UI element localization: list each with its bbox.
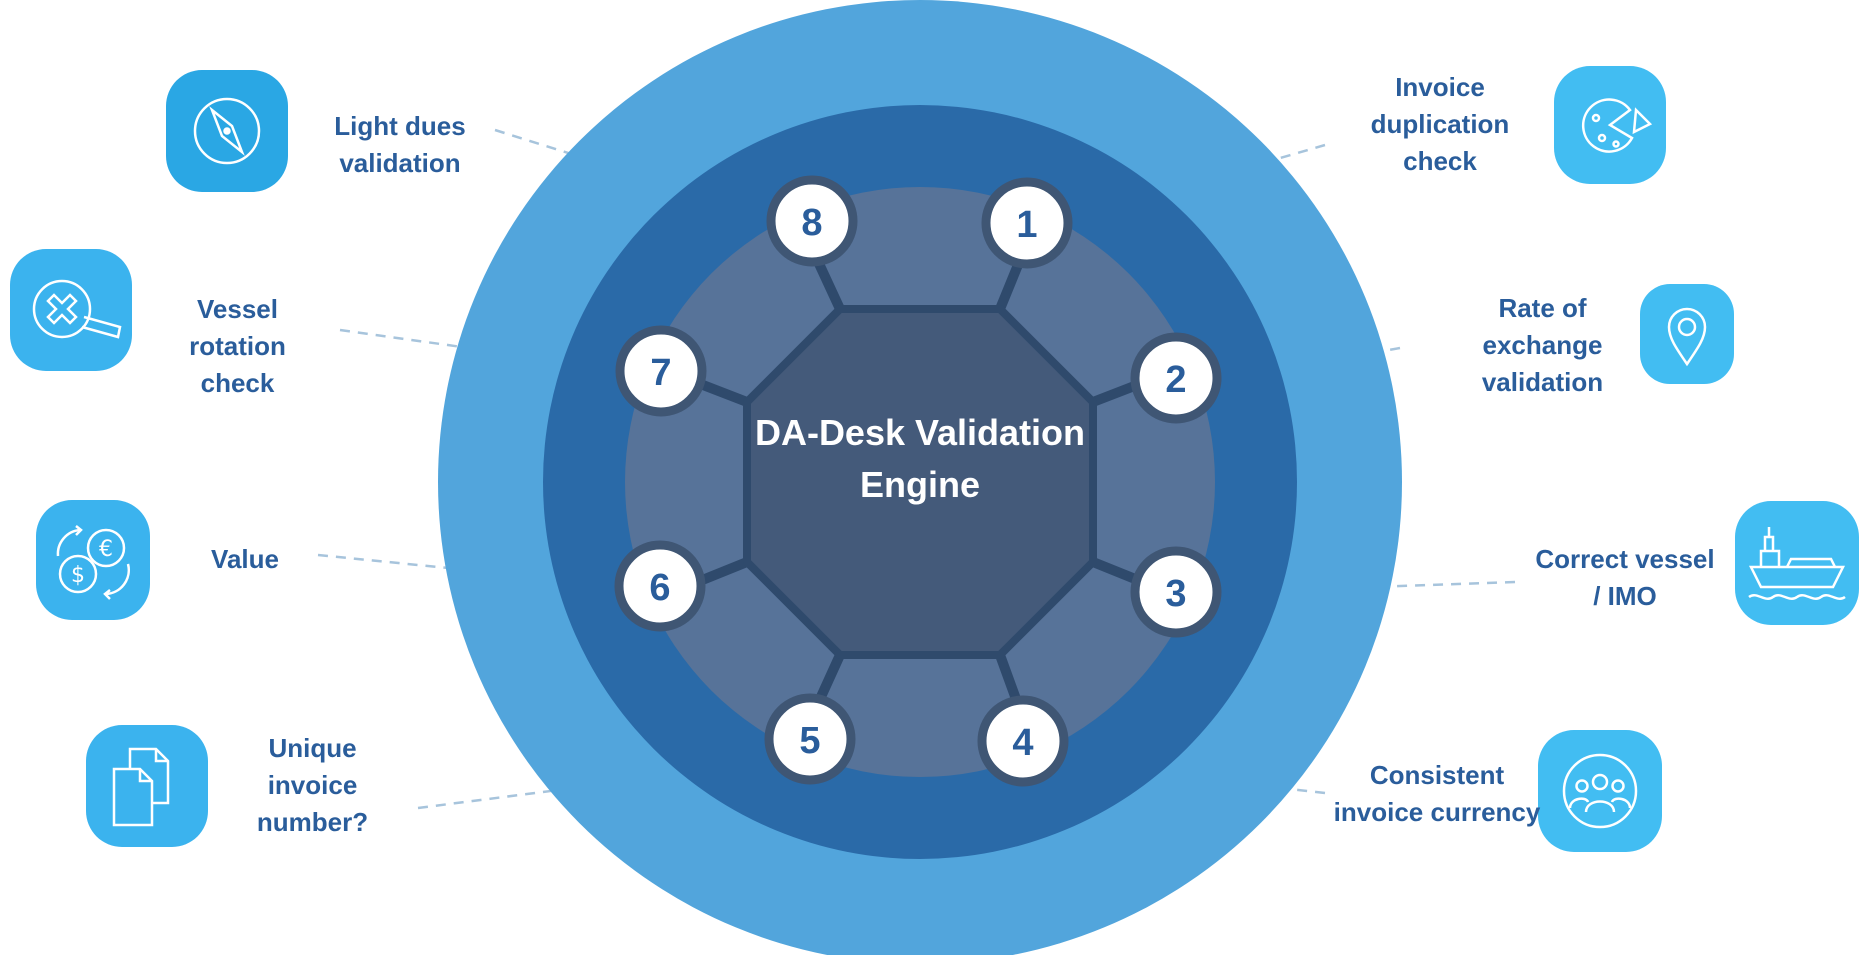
search-cross-icon bbox=[32, 279, 122, 339]
step-1: 1 bbox=[981, 177, 1073, 269]
step-3-number: 3 bbox=[1165, 573, 1186, 615]
label-light-dues: Light dues validation bbox=[334, 111, 466, 178]
value-icon-box: € $ bbox=[36, 500, 150, 620]
label-unique-invoice: Unique invoice number? bbox=[256, 733, 369, 837]
vessel-rotation-icon-box bbox=[10, 249, 132, 371]
location-pin-icon bbox=[1667, 307, 1707, 367]
step-8-number: 8 bbox=[801, 202, 822, 244]
consistent-currency-icon-box bbox=[1538, 730, 1662, 852]
svg-text:$: $ bbox=[71, 563, 85, 588]
step-8: 8 bbox=[766, 175, 858, 267]
label-correct-vessel: Correct vessel / IMO bbox=[1535, 544, 1715, 611]
engine-core bbox=[743, 305, 1097, 659]
step-2: 2 bbox=[1130, 332, 1222, 424]
correct-vessel-icon-box bbox=[1735, 501, 1859, 625]
currency-exchange-icon: € $ bbox=[56, 525, 130, 600]
light-dues-icon-box bbox=[166, 70, 288, 192]
engine-title-line1: DA-Desk Validation bbox=[755, 412, 1085, 453]
step-5: 5 bbox=[764, 693, 856, 785]
step-2-number: 2 bbox=[1165, 359, 1186, 401]
compass-icon bbox=[193, 97, 261, 165]
engine-title-line2: Engine bbox=[860, 464, 980, 505]
step-5-number: 5 bbox=[799, 720, 820, 762]
step-4: 4 bbox=[977, 695, 1069, 787]
label-value: Value bbox=[211, 544, 279, 574]
ship-icon bbox=[1748, 527, 1846, 600]
step-7-number: 7 bbox=[650, 352, 671, 394]
invoice-duplication-icon-box bbox=[1554, 66, 1666, 184]
rate-of-exchange-icon-box bbox=[1640, 284, 1734, 384]
group-icon bbox=[1562, 753, 1638, 829]
connector-value bbox=[317, 553, 549, 580]
step-6-number: 6 bbox=[649, 567, 670, 609]
step-6: 6 bbox=[614, 540, 706, 632]
label-invoice-duplication: Invoice duplication check bbox=[1370, 72, 1510, 176]
documents-icon bbox=[112, 747, 170, 827]
label-consistent-currency: Consistent invoice currency bbox=[1333, 760, 1541, 827]
step-4-number: 4 bbox=[1012, 722, 1033, 764]
unique-invoice-icon-box bbox=[86, 725, 208, 847]
step-3: 3 bbox=[1130, 546, 1222, 638]
label-vessel-rotation: Vessel rotation check bbox=[189, 294, 286, 398]
spoke-1 bbox=[995, 255, 1025, 314]
pie-chart-icon bbox=[1581, 98, 1653, 153]
connector-unique-invoice bbox=[417, 773, 676, 810]
svg-text:€: € bbox=[99, 537, 113, 562]
label-rate-of-exchange: Rate of exchange validation bbox=[1481, 293, 1604, 397]
connector-correct-vessel bbox=[1284, 580, 1516, 592]
step-7: 7 bbox=[615, 325, 707, 417]
step-1-number: 1 bbox=[1016, 204, 1037, 246]
